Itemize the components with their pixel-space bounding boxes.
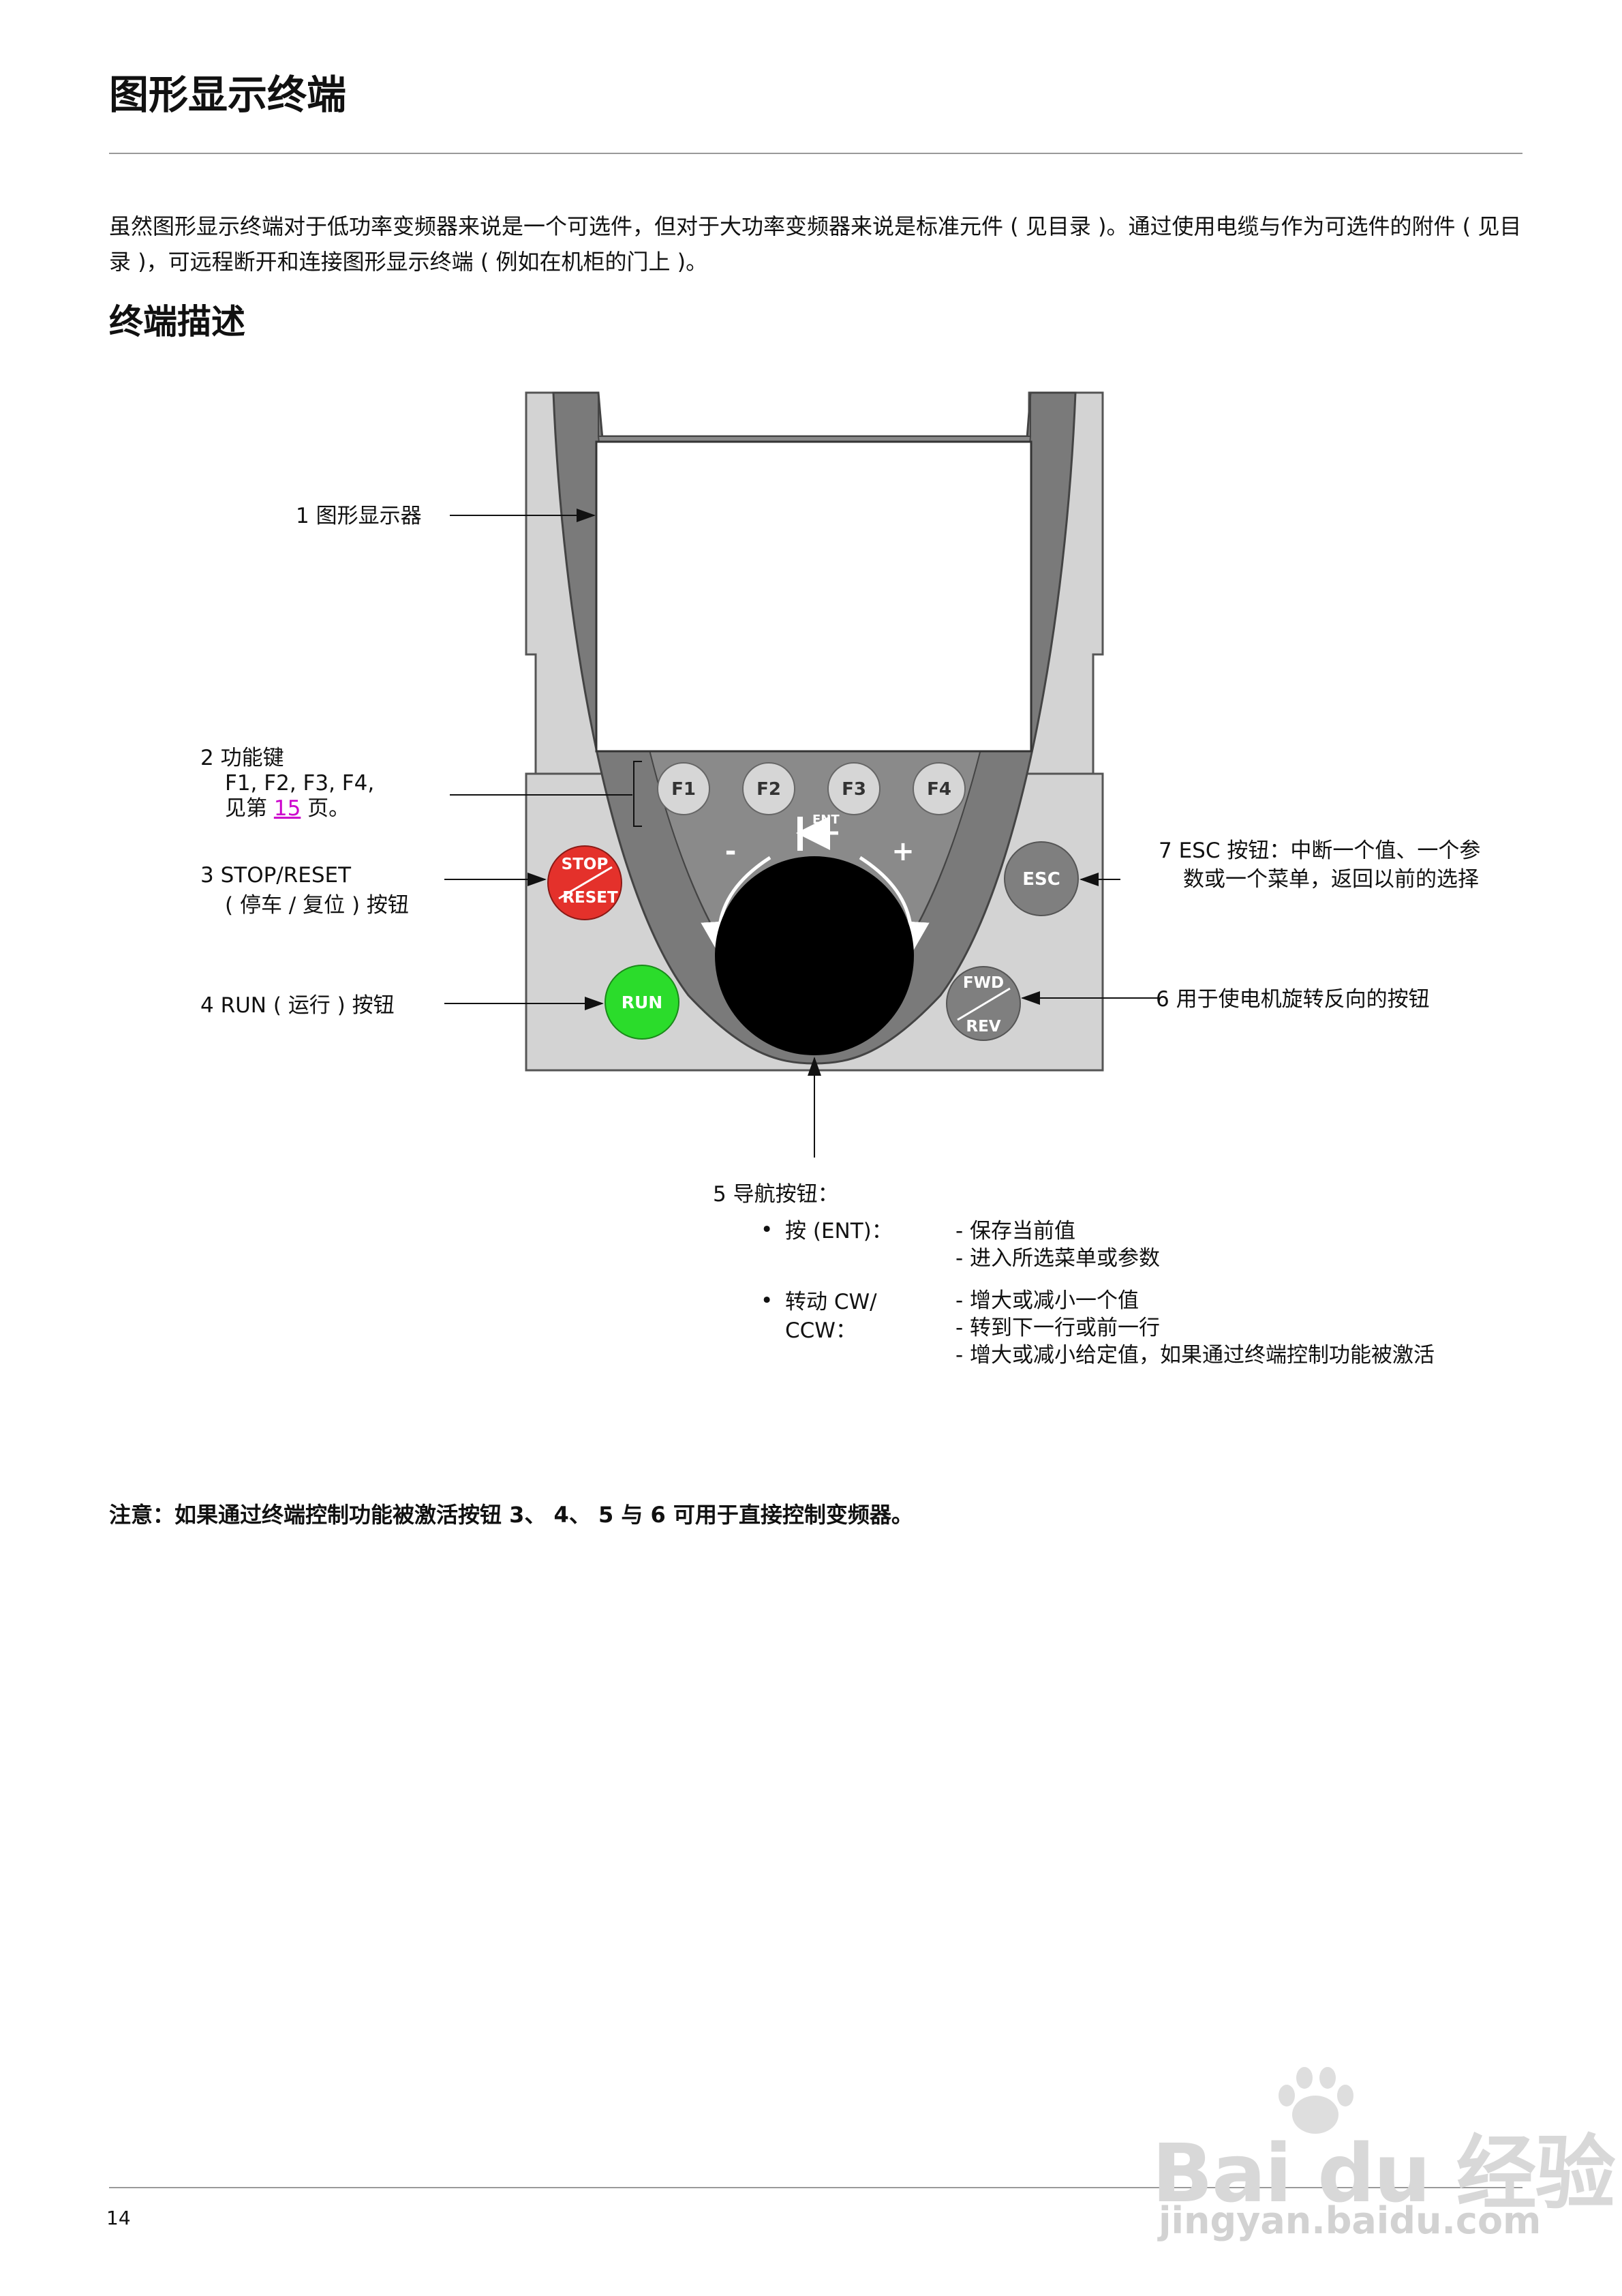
- esc-button[interactable]: [1004, 841, 1079, 916]
- run-label: RUN: [622, 993, 662, 1012]
- callout-7-label: 7 ESC 按钮：中断一个值、一个参: [1159, 839, 1481, 863]
- ent-label: ENT: [812, 813, 840, 827]
- callout-5-press-label: 按 (ENT)：: [785, 1219, 893, 1243]
- header-divider: [109, 153, 1522, 154]
- fwd-label: FWD: [963, 974, 1004, 992]
- f1-key-label: F1: [671, 779, 696, 800]
- callout-5-turn-label-2: CCW：: [785, 1318, 857, 1343]
- callout-2-keys: F1, F2, F3, F4,: [225, 771, 375, 796]
- callout-4-label: 4 RUN ( 运行 ) 按钮: [200, 993, 395, 1018]
- ent-icon: ENT: [796, 813, 840, 851]
- callout-1-label: 1 图形显示器: [296, 504, 422, 528]
- f3-key[interactable]: [827, 762, 881, 815]
- callout-2-label: 2 功能键: [200, 746, 284, 770]
- bullet-2: •: [761, 1288, 774, 1313]
- callout-5-press-item-2: - 进入所选菜单或参数: [955, 1246, 1161, 1271]
- page-title: 图形显示终端: [109, 72, 347, 118]
- run-button[interactable]: [605, 965, 679, 1040]
- plus-sign: +: [891, 836, 915, 867]
- callout-5-turn-label-1: 转动 CW/: [785, 1290, 877, 1314]
- callout-5-title: 5 导航按钮：: [713, 1182, 839, 1207]
- minus-sign: -: [725, 836, 737, 867]
- callout-5-turn-item-2: - 转到下一行或前一行: [955, 1316, 1161, 1340]
- reset-label: RESET: [562, 889, 618, 907]
- f2-key-label: F2: [756, 779, 781, 800]
- f2-key[interactable]: [742, 762, 795, 815]
- callout-2-reference: 见第 15 页。: [225, 796, 350, 821]
- callout-5-turn-item-1: - 增大或减小一个值: [955, 1288, 1139, 1313]
- page-number: 14: [106, 2207, 131, 2229]
- esc-label: ESC: [1022, 869, 1060, 890]
- stop-label: STOP: [562, 856, 609, 873]
- watermark-brand: Bai du 经验: [1152, 2126, 1616, 2220]
- f4-key[interactable]: [913, 762, 966, 815]
- f1-key[interactable]: [657, 762, 710, 815]
- f-keys-bracket: [633, 761, 642, 827]
- callout-6-label: 6 用于使电机旋转反向的按钮: [1156, 987, 1430, 1012]
- graphic-display-screen: [595, 440, 1032, 753]
- section-title: 终端描述: [109, 301, 245, 342]
- watermark-url: jingyan.baidu.com: [1159, 2199, 1542, 2242]
- callout-3-label: 3 STOP/RESET: [200, 863, 352, 888]
- navigation-dial[interactable]: [715, 856, 914, 1055]
- note-text: 注意：如果通过终端控制功能被激活按钮 3、 4、 5 与 6 可用于直接控制变频…: [109, 1502, 913, 1528]
- intro-paragraph: 虽然图形显示终端对于低功率变频器来说是一个可选件，但对于大功率变频器来说是标准元…: [109, 213, 1522, 275]
- f4-key-label: F4: [927, 779, 951, 800]
- page-15-link[interactable]: 15: [273, 796, 301, 821]
- callout-5-press-item-1: - 保存当前值: [955, 1219, 1076, 1243]
- footer-divider: [109, 2187, 1522, 2188]
- rev-label: REV: [966, 1018, 1000, 1036]
- f3-key-label: F3: [842, 779, 866, 800]
- callout-3-desc: ( 停车 / 复位 ) 按钮: [225, 893, 409, 918]
- callout-7-desc: 数或一个菜单，返回以前的选择: [1183, 867, 1479, 892]
- bullet-1: •: [761, 1218, 774, 1242]
- baidu-paw-logo: [1279, 2067, 1353, 2134]
- cw-arrow-icon: [859, 856, 930, 956]
- callout-5-turn-item-3: - 增大或减小给定值，如果通过终端控制功能被激活: [955, 1343, 1435, 1368]
